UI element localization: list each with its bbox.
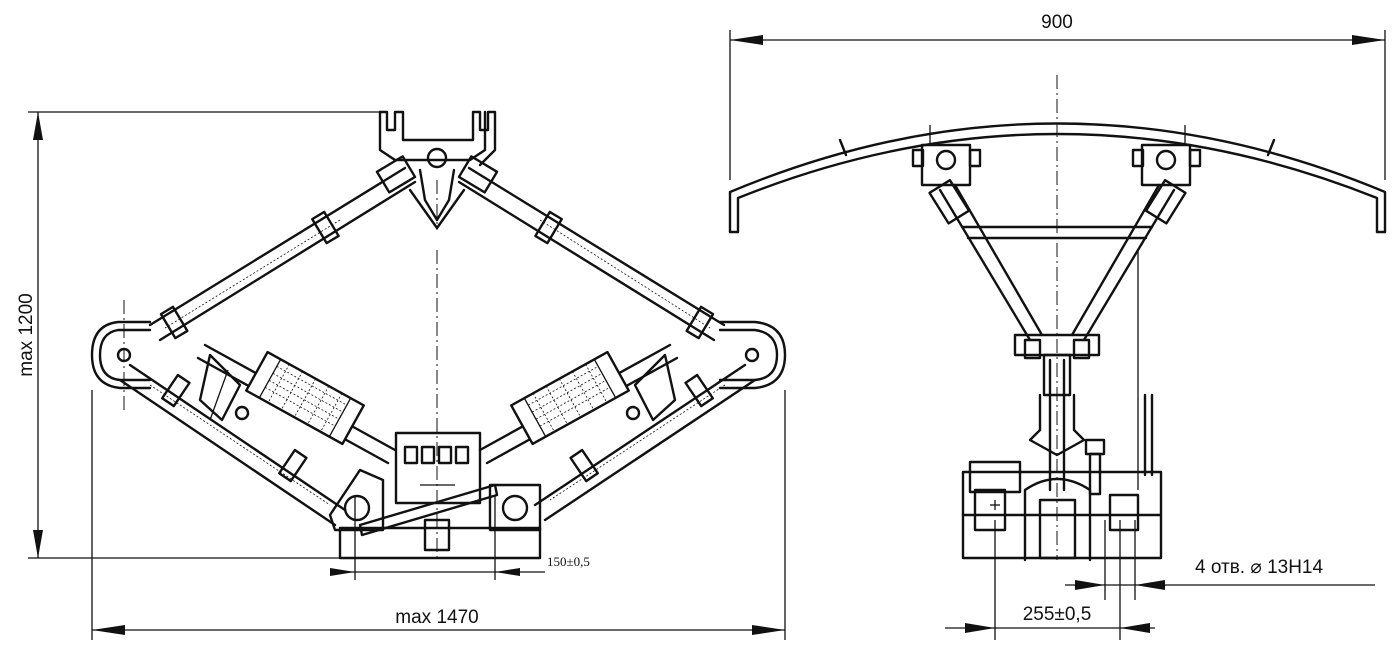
height-dimension (28, 111, 380, 559)
pin-spacing-label: 150±0,5 (547, 554, 590, 569)
v-frame (928, 178, 1187, 360)
hole-spacing-dimension (945, 623, 1155, 633)
top-width-label: 900 (1041, 12, 1073, 33)
top-width-dimension (729, 30, 1386, 180)
pin-spacing-dimension (330, 568, 545, 576)
upper-left-arm (148, 155, 417, 342)
right-spring-cylinder (478, 343, 679, 465)
right-knee (718, 320, 787, 390)
right-holder (1131, 125, 1202, 187)
left-spring-cylinder (196, 343, 397, 465)
mast (1028, 250, 1154, 492)
holes-note: 4 отв. ⌀ 13H14 (1195, 557, 1323, 578)
front-view: 900 4 отв. ⌀ 13H14 255±0,5 (728, 12, 1387, 640)
lower-left-arm (118, 363, 347, 527)
collector-shoe (728, 122, 1387, 234)
base-width-label: max 1470 (395, 607, 478, 628)
base-frame (328, 468, 542, 580)
left-knee (90, 300, 152, 410)
upper-right-arm (457, 155, 726, 342)
height-label: max 1200 (16, 293, 37, 376)
side-view: max 1200 150±0,5 max 1470 (16, 110, 787, 640)
front-base (961, 438, 1163, 640)
lower-right-arm (533, 363, 757, 522)
hole-spacing-label: 255±0,5 (1023, 604, 1092, 625)
holes-leader (1065, 580, 1375, 590)
left-holder (911, 125, 982, 187)
base-width-dimension (91, 390, 786, 640)
collector-head (378, 110, 497, 230)
